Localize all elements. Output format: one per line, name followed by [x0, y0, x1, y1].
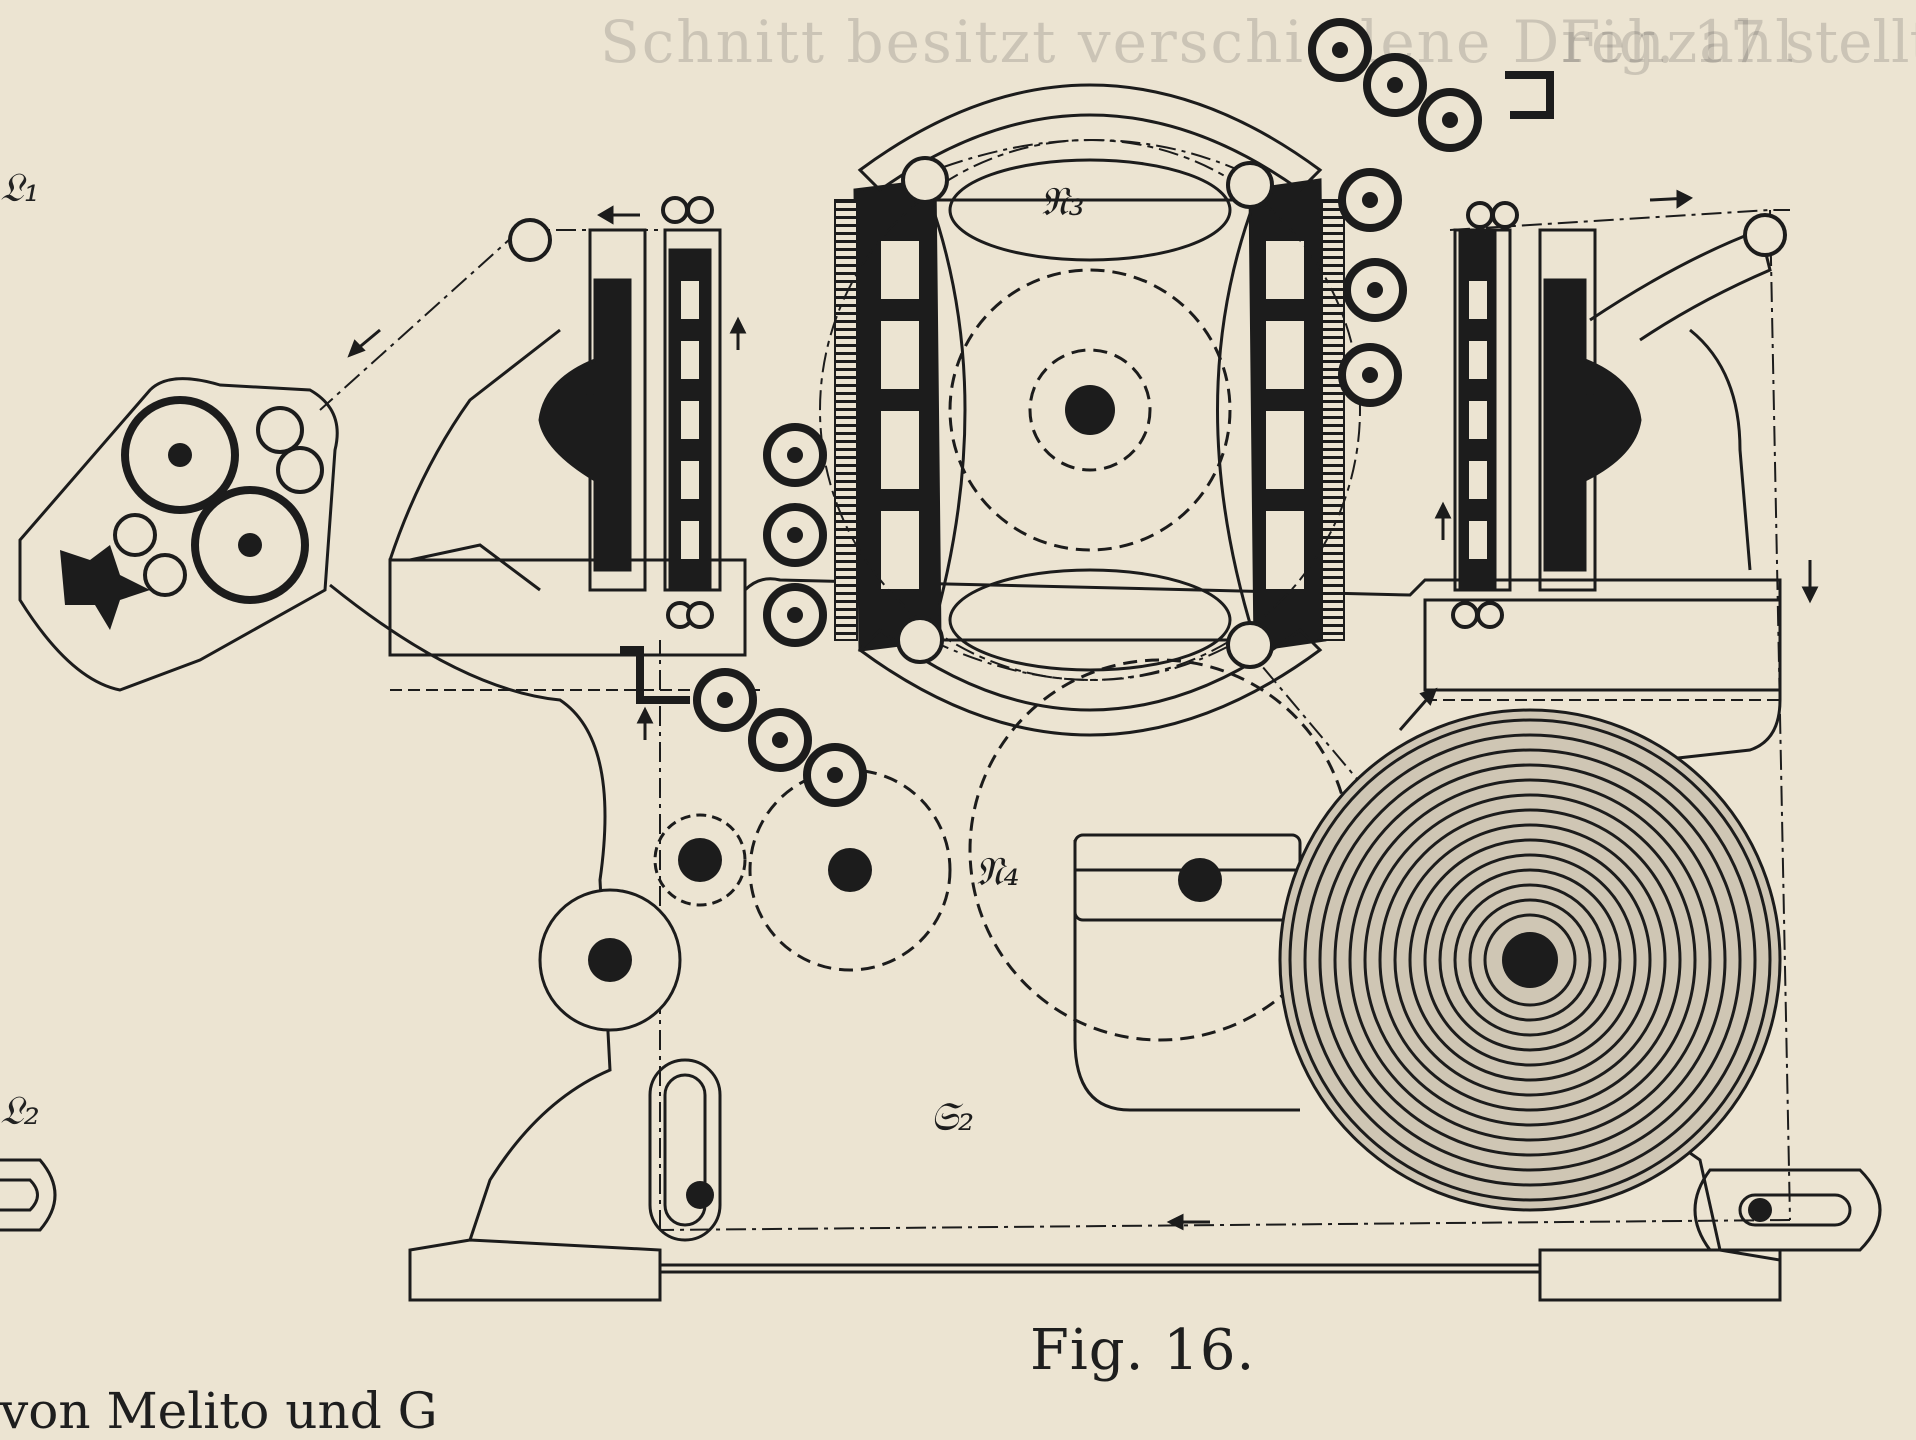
figure-caption: Fig. 16. [1030, 1318, 1256, 1383]
right-foot [1538, 1248, 1782, 1302]
machine-diagram: 𝔑₃ 𝔑₄ 𝔖₂ [0, 18, 1882, 1302]
lower-bearing-bracket [1073, 840, 1300, 1112]
bottom-arc-guard [857, 628, 1323, 737]
margin-label-bottom-left: 𝔏₂ [0, 1088, 40, 1134]
arrow-right-down [1801, 560, 1819, 604]
right-tension-slot [1693, 1168, 1882, 1252]
upper-lens-plate [948, 158, 1232, 262]
label-s2: 𝔖₂ [930, 1094, 974, 1140]
lower-left-bracket [620, 646, 690, 704]
bleed-through-text-top-right: Fig. 17 stellt [1560, 8, 1916, 76]
right-card-clothing [1321, 199, 1345, 641]
upper-right-bracket [1505, 71, 1554, 119]
arrow-up-left [636, 706, 654, 740]
left-edge-slot [0, 1158, 57, 1232]
margin-label-top-left: 𝔏₁ [0, 165, 40, 211]
arrow-diag-right [1398, 687, 1438, 731]
main-drum-outline [948, 268, 1232, 552]
label-r3: 𝔑₃ [1040, 179, 1084, 225]
left-tension-slot [648, 1058, 722, 1242]
arrow-up-middle [729, 316, 747, 350]
arrow-top-left [597, 205, 640, 225]
left-feed-housing [18, 377, 339, 692]
arrow-bottom-left [1166, 1213, 1210, 1231]
lower-lens-plate [948, 568, 1232, 672]
top-arc-guard [857, 83, 1323, 192]
bleed-through-text-top: Schnitt besitzt verschiedene Drehzahl [600, 8, 1796, 76]
arrow-up-right [1434, 501, 1452, 540]
left-card-clothing [834, 199, 858, 641]
arrow-top-right [1649, 189, 1693, 209]
left-block [388, 558, 747, 657]
machine-leg [329, 583, 612, 1241]
main-drum-hub [1065, 385, 1115, 435]
bottom-text-fragment: von Melito und G [0, 1382, 438, 1440]
page: Schnitt besitzt verschiedene Drehzahl Fi… [0, 8, 1916, 1440]
label-r4: 𝔑₄ [975, 849, 1019, 895]
right-upper-arm [1589, 228, 1772, 342]
left-wing-nut [60, 545, 150, 630]
arrow-left-diagonal [347, 328, 381, 358]
